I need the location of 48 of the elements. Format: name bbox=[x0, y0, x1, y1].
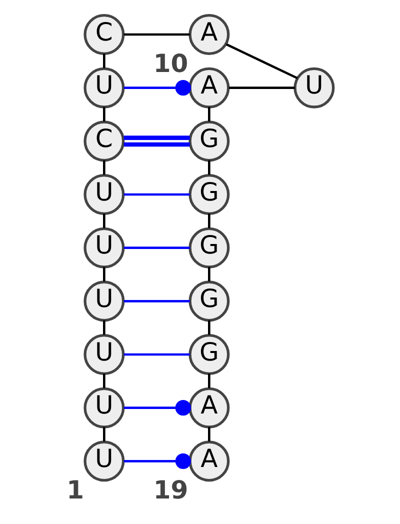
connector bbox=[208, 267, 210, 282]
connector bbox=[208, 320, 210, 335]
connector bbox=[228, 86, 295, 89]
node-circle: G bbox=[188, 120, 230, 162]
connector bbox=[103, 427, 106, 442]
connector bbox=[103, 160, 106, 175]
node-circle: G bbox=[188, 334, 230, 375]
node-circle: U bbox=[84, 334, 125, 375]
node-circle: U bbox=[84, 280, 125, 322]
node-circle: A bbox=[188, 440, 230, 482]
connector bbox=[103, 214, 106, 228]
connector bbox=[208, 107, 210, 122]
connector bbox=[103, 54, 106, 68]
connector bbox=[208, 427, 210, 442]
connector bbox=[124, 453, 191, 469]
connector bbox=[103, 374, 106, 388]
connector bbox=[124, 400, 191, 416]
node-circle: U bbox=[84, 67, 125, 108]
connector bbox=[103, 107, 106, 122]
node-circle: U bbox=[294, 67, 335, 108]
connector bbox=[208, 214, 210, 228]
node-circle: C bbox=[84, 14, 125, 55]
connector bbox=[124, 136, 190, 147]
connector bbox=[226, 43, 298, 80]
connector bbox=[124, 33, 190, 36]
connector bbox=[124, 246, 190, 249]
connector bbox=[124, 193, 190, 196]
node-circle: U bbox=[84, 174, 125, 215]
connector bbox=[124, 300, 190, 302]
node-circle: A bbox=[188, 387, 230, 428]
node-circle: U bbox=[84, 387, 125, 428]
node-label: 10 bbox=[153, 49, 188, 78]
node-circle: G bbox=[188, 280, 230, 322]
node-label: 1 bbox=[66, 476, 84, 505]
connector bbox=[103, 267, 106, 282]
connector bbox=[208, 374, 210, 388]
node-circle: G bbox=[188, 227, 230, 268]
connector bbox=[124, 80, 191, 96]
node-circle: U bbox=[84, 440, 125, 482]
node-circle: U bbox=[84, 227, 125, 268]
node-label: 19 bbox=[153, 476, 188, 505]
node-circle: C bbox=[84, 120, 125, 162]
connector bbox=[103, 320, 106, 335]
node-circle: A bbox=[188, 67, 230, 108]
node-circle: A bbox=[188, 14, 230, 55]
connector bbox=[124, 353, 190, 356]
node-circle: G bbox=[188, 174, 230, 215]
connector bbox=[208, 160, 210, 175]
